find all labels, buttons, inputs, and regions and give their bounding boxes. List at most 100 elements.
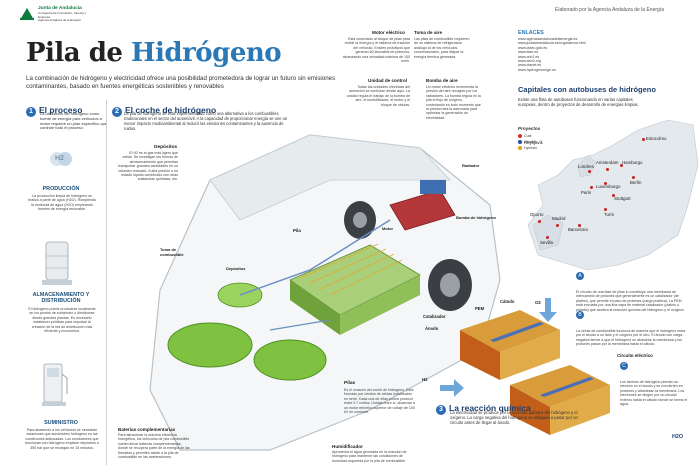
reaction-title: La reacción química (449, 403, 531, 413)
motor-electrico-text: Está conectado al bloque de pilas para r… (342, 37, 410, 64)
enlace-link[interactable]: www.hydrogennorge.no (518, 67, 556, 72)
production-text: La producción limpia de hidrógeno se rea… (28, 194, 96, 212)
production-title: PRODUCCIÓN (42, 186, 80, 192)
baterias-title: Baterías complementarias (118, 427, 176, 432)
city-pin (612, 194, 615, 197)
legend-swatch (518, 140, 522, 144)
step-text: La célula de combustible funciona de man… (576, 329, 686, 347)
column-divider (106, 100, 107, 465)
map-text: Existe una flota de autobuses funcionand… (518, 97, 639, 107)
process-title: El proceso (39, 105, 83, 115)
car-text: La pila de hidrógeno se está implementan… (124, 111, 288, 131)
reaction-text: La electricidad se produce por la reacci… (450, 410, 578, 425)
city-label: Oporto (530, 212, 544, 217)
logo-subtext: Consejería de Innovación, Ciencia y Empr… (38, 11, 87, 23)
legend-item: Hychain (518, 145, 537, 151)
city-pin (606, 168, 609, 171)
city-pin (604, 208, 607, 211)
step-text: Los átomos de hidrógeno pierden su elect… (620, 380, 688, 407)
process-number: 1 (26, 107, 36, 117)
circuito-label: Circuito eléctrico (617, 353, 653, 358)
bomba-aire-text: Un motor eléctrico incrementa la presión… (426, 85, 481, 120)
city-label: Berlín (630, 180, 642, 185)
enlaces-list: www.agenciaandaluzadelaenergia.es www.ju… (518, 37, 638, 72)
city-label: París (581, 190, 592, 195)
city-label: Hamburgo (622, 160, 643, 165)
logo-text: Junta de Andalucía (38, 6, 82, 11)
enlace-link[interactable]: www.agenciaandaluzadelaenergia.es (518, 37, 578, 41)
h2-molecule-icon (48, 148, 74, 170)
city-pin (632, 176, 635, 179)
europe-map (518, 105, 700, 275)
city-pin (546, 236, 549, 239)
motor-label: Motor (382, 226, 394, 231)
city-pin (538, 220, 541, 223)
catalizador-label: Catalizador (423, 314, 446, 319)
unidad-control-title: Unidad de control (368, 78, 408, 83)
city-label: Turín (604, 212, 615, 217)
city-label: Amsterdam (596, 160, 619, 165)
depositos-callout-text: El H2 es el gas más ligero que existe. S… (118, 151, 178, 182)
car-number: 2 (112, 107, 122, 117)
depositos-callout-title: Depósitos (154, 145, 178, 150)
fuel-cell-diagram (440, 290, 620, 440)
credit: Elaborado por la Agencia Andaluza de la … (555, 7, 664, 13)
legend-item: Cute (518, 133, 537, 139)
enlace-link[interactable]: www.ctanet.es (518, 63, 542, 68)
city-pin (620, 164, 623, 167)
storage-title: ALMACENAMIENTO Y DISTRIBUCIÓN (32, 292, 90, 304)
fuel-pump-icon (40, 360, 70, 408)
city-label: Madrid (552, 216, 566, 221)
unidad-control-text: Todas las unidades eléctricas del automó… (346, 85, 410, 107)
pem-label: PEM (475, 306, 485, 311)
process-text: La utilización del hidrógeno como fuente… (40, 111, 108, 131)
enlace-link[interactable]: www.aeh2.org (518, 59, 541, 64)
city-label: Londres (578, 164, 594, 169)
baterias-text: Para almacenar la máxima eficiencia ener… (118, 433, 190, 460)
city-label: Reykjavik (524, 140, 543, 145)
depositos-label: Depósitos (226, 266, 246, 271)
catodo-label: Cátodo (500, 299, 515, 304)
enlace-link[interactable]: www.juntadeandalucia.es/organismos.html (518, 41, 586, 46)
city-label: Sevilla (540, 240, 553, 245)
step-text: El circuito de una fase de pilas lo cons… (576, 290, 685, 312)
step-tag: A (576, 272, 584, 280)
map-legend: Cute Citycell Hychain (518, 133, 537, 151)
city-pin (590, 186, 593, 189)
humidificador-text: Aprovecha el agua generada en la reacció… (332, 450, 407, 463)
city-pin (578, 224, 581, 227)
city-label: Luxemburgo (596, 184, 621, 189)
anodo-label: Ánodo (425, 326, 439, 331)
city-pin (642, 138, 645, 141)
city-pin (604, 182, 607, 185)
h2-label: H2 (55, 155, 64, 162)
car-illustration (120, 30, 520, 470)
enlace-link[interactable]: www.idae.es (518, 50, 539, 55)
logo (18, 6, 36, 22)
reaction-number: 3 (436, 405, 446, 415)
city-pin (588, 170, 591, 173)
map-title: Capitales con autobuses de hidrógeno (518, 85, 656, 94)
city-label: Estocolmo (646, 136, 667, 141)
enlace-link[interactable]: www.ctaeu.gob.es (518, 45, 548, 50)
city-label: Barcelona (568, 227, 588, 232)
toma-aire-text: Las pilas de combustible requieren de un… (414, 37, 470, 59)
step-tag: C (620, 362, 628, 370)
pilas-text: Es el corazón del coche de hidrógeno. Es… (344, 388, 415, 415)
pila-label: Pila (293, 228, 301, 233)
storage-tank-icon (40, 238, 74, 288)
bomba-hidrogeno-label: Bomba de hidrógeno (456, 215, 496, 220)
bomba-aire-title: Bomba de aire (426, 78, 458, 83)
supply-title: SUMINISTRO (44, 420, 78, 426)
map-legend-title: Proyectos (518, 126, 541, 131)
h2-reaction-label: H2 (422, 377, 428, 382)
enlace-link[interactable]: www.cnh2.es (518, 54, 540, 59)
title-part1: Pila de (26, 38, 131, 68)
legend-label: Citycell (524, 139, 536, 144)
car-title: El coche de hidrógeno (125, 105, 217, 115)
intro-text: La combinación de hidrógeno y electricid… (26, 75, 336, 90)
legend-label: Cute (524, 133, 532, 138)
humidificador-title: Humidificador (332, 444, 363, 449)
